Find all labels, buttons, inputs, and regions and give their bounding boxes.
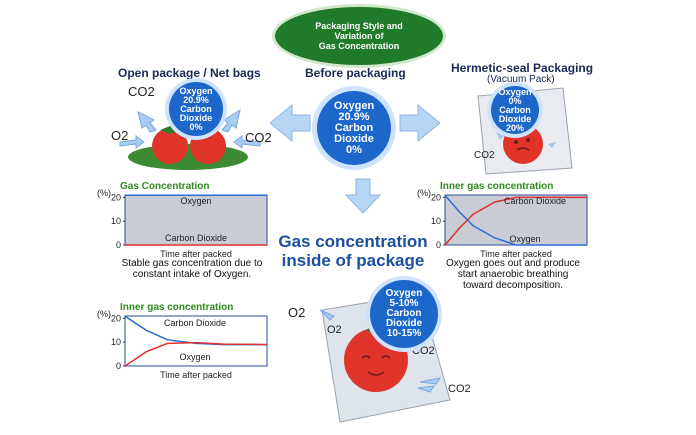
hermetic-heading: Hermetic-seal Packaging	[451, 61, 594, 75]
film-o2-label-a: O2	[288, 305, 306, 320]
center-label: Gas concentration inside of package	[268, 232, 438, 270]
y-tick-label: 0	[116, 240, 121, 250]
caption-line: Oxygen goes out and produce	[446, 258, 580, 269]
chart-2-caption: Oxygen goes out and produce start anaero…	[428, 258, 598, 291]
title-line-3: Gas Concentration	[318, 41, 400, 51]
chart-2-title: Inner gas concentration	[440, 181, 554, 192]
y-tick-label: 20	[111, 192, 121, 202]
bubble-text: Carbon	[386, 308, 422, 319]
caption-line: constant intake of Oxygen.	[132, 269, 252, 280]
bubble-text: Carbon	[499, 104, 531, 115]
bubble-text: Dioxide	[498, 113, 532, 124]
bubble-text: Carbon	[334, 121, 374, 134]
co2-label-a: CO2	[128, 84, 155, 99]
x-axis-label: Time after packed	[160, 370, 232, 380]
series-label: Oxygen	[180, 196, 211, 206]
arrow-to-open	[270, 103, 311, 143]
leaf-tray	[128, 144, 248, 170]
bubble-text: Oxygen	[498, 86, 532, 97]
center-arrows	[270, 103, 440, 214]
co2-label-b: CO2	[245, 130, 272, 145]
bubble-text: 10-15%	[386, 328, 422, 339]
series-label: Oxygen	[509, 234, 540, 244]
chart-1-title: Gas Concentration	[120, 181, 210, 192]
series-label: Carbon Dioxide	[164, 318, 226, 328]
arrow-left	[119, 135, 145, 149]
series-line-1	[124, 341, 268, 367]
bubble-text: Dioxide	[385, 318, 423, 329]
center-label-line-2: inside of package	[281, 251, 425, 270]
series-label: Carbon Dioxide	[165, 233, 227, 243]
bubble-text: 0%	[346, 143, 362, 156]
y-tick-label: 0	[436, 240, 441, 250]
o2-label: O2	[111, 128, 129, 143]
x-axis-label: Time after packed	[480, 249, 552, 259]
series-line-1	[444, 194, 587, 246]
y-tick-label: 10	[431, 216, 441, 226]
arrow-to-hermetic	[399, 103, 440, 143]
bubble-text: 0%	[189, 121, 203, 132]
bubble-text: Oxygen	[385, 288, 423, 299]
film-o2-label-b: O2	[327, 324, 342, 336]
bubble-text: 5-10%	[389, 298, 419, 309]
open-package-illustration	[119, 108, 261, 170]
film-arrow-out-2	[419, 377, 442, 385]
bubble-text: Dioxide	[179, 112, 213, 123]
bubble-text: Oxygen	[333, 99, 375, 112]
title-badge: Packaging Style and Variation of Gas Con…	[272, 4, 446, 68]
film-co2-label-b: CO2	[448, 383, 471, 395]
unit-label: (%)	[97, 188, 111, 198]
open-package-heading: Open package / Net bags	[118, 66, 261, 80]
bubble-text: Carbon	[180, 103, 212, 114]
arrow-right	[233, 135, 261, 149]
tomato-left	[152, 128, 188, 164]
bubble-text: 0%	[508, 95, 522, 106]
y-tick-label: 20	[431, 192, 441, 202]
unit-label: (%)	[97, 309, 111, 319]
x-axis-label: Time after packed	[160, 249, 232, 259]
hermetic-bubble: Oxygen 0% Carbon Dioxide 20%	[491, 86, 539, 134]
y-tick-label: 10	[111, 216, 121, 226]
y-tick-label: 10	[111, 337, 121, 347]
bubble-text: 20.9%	[183, 94, 209, 105]
before-packaging-heading: Before packaging	[305, 66, 406, 80]
bubble-text: 20.9%	[338, 110, 370, 123]
bubble-text: Dioxide	[334, 132, 374, 145]
chart-3-title: Inner gas concentration	[120, 302, 234, 313]
title-line-1: Packaging Style and	[315, 21, 403, 31]
caption-line: Stable gas concentration due to	[121, 258, 263, 269]
before-packaging-bubble: Oxygen 20.9% Carbon Dioxide 0%	[317, 91, 391, 165]
open-package-bubble: Oxygen 20.9% Carbon Dioxide 0%	[169, 82, 223, 136]
film-bubble: Oxygen 5-10% Carbon Dioxide 10-15%	[370, 280, 438, 348]
chart-1-caption: Stable gas concentration due to constant…	[112, 258, 272, 280]
plot-area	[444, 194, 588, 246]
bubble-text: Oxygen	[179, 85, 213, 96]
caption-line: toward decomposition.	[462, 280, 564, 291]
hermetic-co2-label: CO2	[474, 150, 495, 161]
film-arrow-out	[417, 385, 436, 393]
center-label-line-1: Gas concentration	[278, 232, 428, 251]
film-arrow-in	[319, 309, 335, 321]
y-tick-label: 0	[116, 361, 121, 371]
bubble-text: 20%	[505, 122, 524, 133]
hermetic-subheading: (Vacuum Pack)	[487, 74, 555, 85]
title-line-2: Variation of	[334, 31, 384, 41]
series-label: Carbon Dioxide	[504, 196, 566, 206]
y-tick-label: 20	[111, 313, 121, 323]
series-label: Oxygen	[179, 352, 210, 362]
unit-label: (%)	[417, 188, 431, 198]
plot-area	[124, 315, 268, 367]
arrow-in-left	[137, 111, 157, 133]
caption-line: start anaerobic breathing	[457, 269, 569, 280]
arrow-down	[344, 178, 382, 214]
series-line-0	[444, 196, 587, 246]
